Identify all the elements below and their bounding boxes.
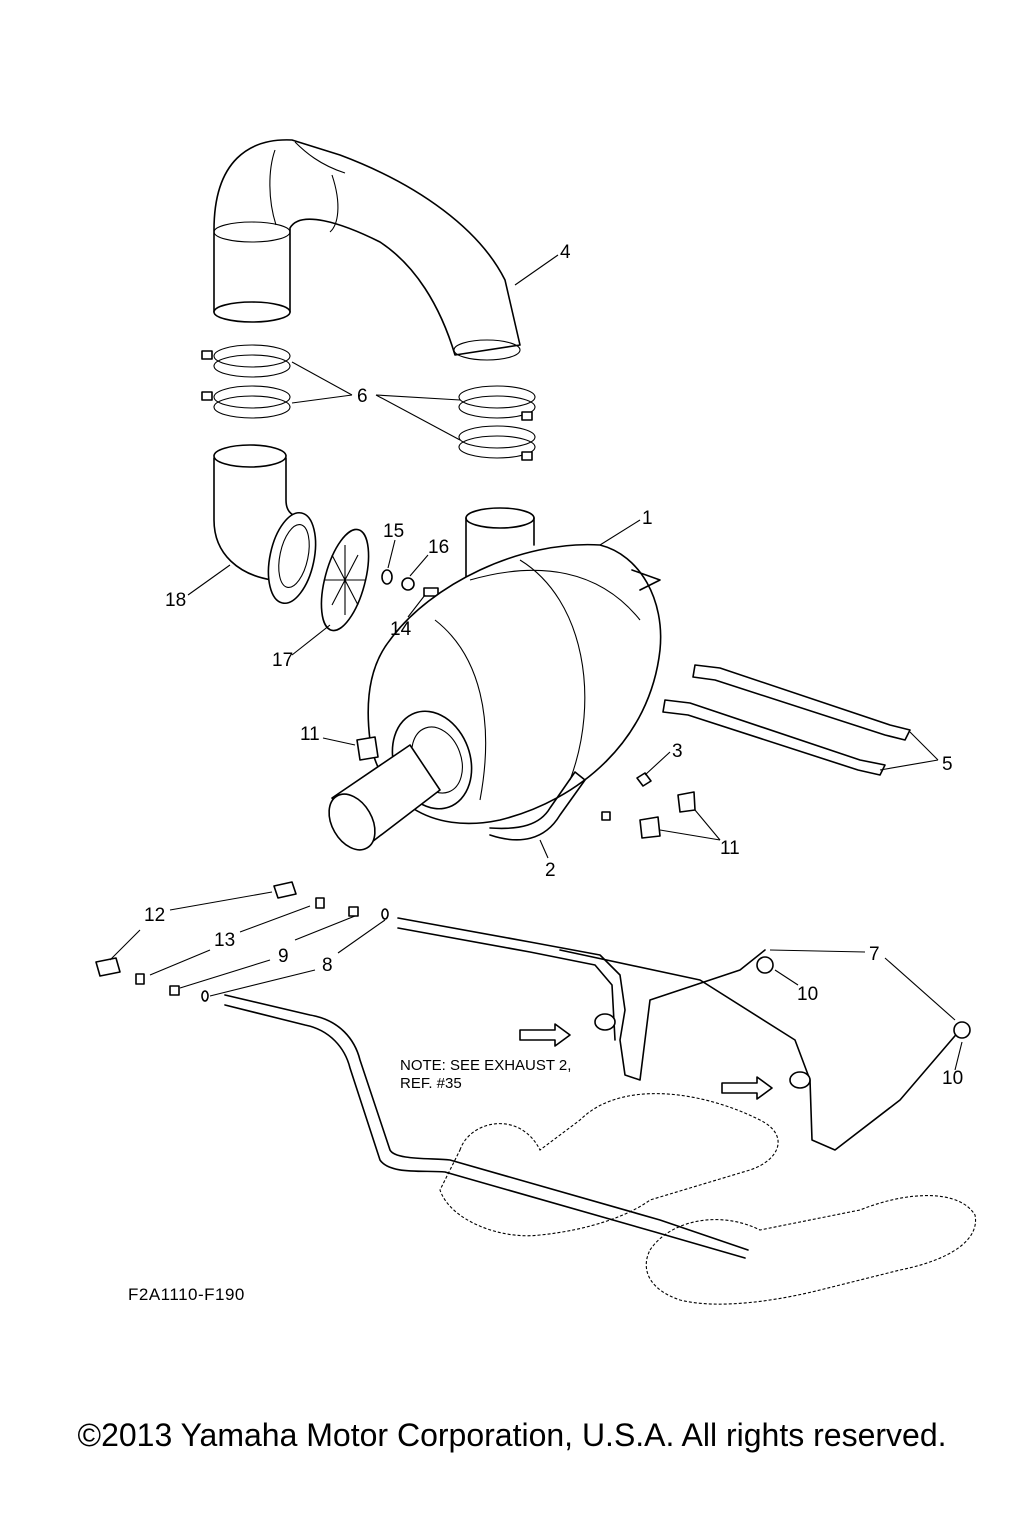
callout-11-left: 11 (300, 724, 320, 745)
part-6-hose-clamps (201, 344, 536, 461)
part-17-gasket (320, 528, 370, 632)
callout-7: 7 (869, 944, 880, 965)
callout-16: 16 (428, 537, 449, 558)
exhaust-manifold-reference (439, 1093, 977, 1305)
parts-3-11-hardware (356, 736, 696, 839)
parts-15-16-14-fasteners (381, 569, 439, 597)
callout-6: 6 (357, 386, 368, 407)
callout-5: 5 (942, 754, 953, 775)
callout-12: 12 (144, 905, 165, 926)
diagram-code: F2A1110-F190 (128, 1285, 245, 1304)
leader-lines (109, 254, 963, 1071)
part-5-straps (662, 664, 911, 776)
note-line-2: REF. #35 (400, 1075, 462, 1092)
note-arrows (519, 1023, 773, 1100)
callout-numbers: 1 2 3 4 5 6 7 8 9 10 10 11 11 12 13 14 1… (144, 242, 963, 1089)
exhaust-note: NOTE: SEE EXHAUST 2, REF. #35 (400, 1057, 571, 1092)
note-line-1: NOTE: SEE EXHAUST 2, (400, 1057, 571, 1074)
callout-1: 1 (642, 508, 653, 529)
part-4-exhaust-pipe (213, 139, 521, 361)
callout-9: 9 (278, 946, 289, 967)
callout-10-lower: 10 (942, 1068, 963, 1089)
callout-10-upper: 10 (797, 984, 818, 1005)
callout-4: 4 (560, 242, 571, 263)
callout-11-right: 11 (720, 838, 740, 859)
callout-2: 2 (545, 860, 556, 881)
parts-12-13-9-8-fittings (95, 881, 389, 1002)
copyright-notice: ©2013 Yamaha Motor Corporation, U.S.A. A… (77, 1417, 947, 1453)
callout-13: 13 (214, 930, 235, 951)
callout-14: 14 (390, 619, 412, 640)
part-2-bracket (489, 771, 586, 841)
callout-17: 17 (272, 650, 293, 671)
callout-3: 3 (672, 741, 683, 762)
callout-15: 15 (383, 521, 404, 542)
part-7-cooling-hoses (224, 917, 971, 1259)
part-18-elbow-joint (213, 444, 317, 605)
part-1-muffler-body (328, 507, 662, 851)
callout-18: 18 (165, 590, 186, 611)
callout-8: 8 (322, 955, 333, 976)
